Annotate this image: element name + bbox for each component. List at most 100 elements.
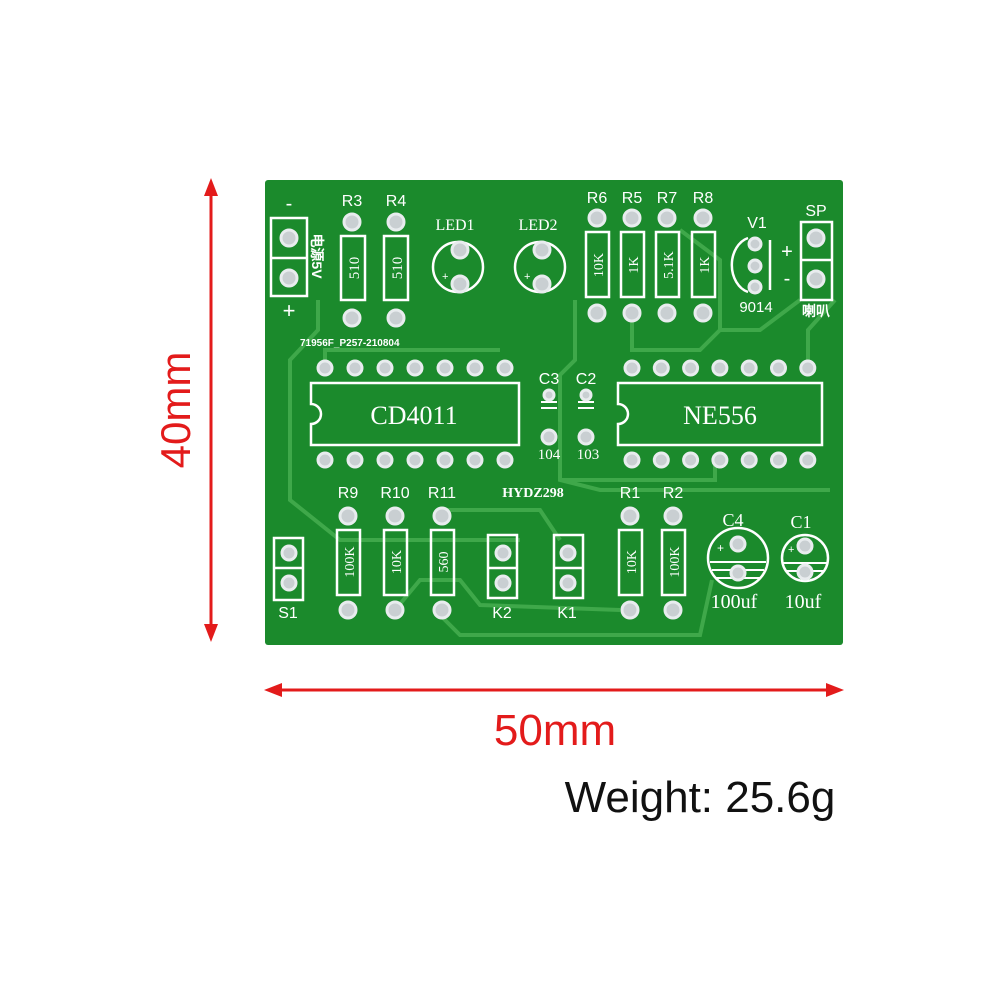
ic-pin-pad [682,451,700,469]
svg-text:LED2: LED2 [518,217,557,234]
switch-k2: K2 [486,533,519,622]
ic-pin-pad [711,451,729,469]
svg-text:100uf: 100uf [711,591,758,613]
svg-text:R8: R8 [693,190,714,207]
svg-text:510: 510 [390,257,406,280]
resistor-r8: R8 1K [690,190,717,323]
svg-text:K1: K1 [557,605,577,622]
weight-label: Weight: 25.6g [565,773,836,822]
ic-pin-pad [466,359,484,377]
svg-text:V1: V1 [747,215,767,232]
svg-text:C1: C1 [790,512,811,532]
ic-pin-pad [652,451,670,469]
svg-text:510: 510 [347,257,363,280]
resistor-r4: R4 510 [382,193,410,328]
resistor-r11: R11 560 [428,485,456,620]
svg-text:100K: 100K [668,546,683,577]
svg-text:C4: C4 [722,510,743,530]
resistor-r5: R5 1K [619,190,646,323]
svg-text:R11: R11 [428,485,456,502]
svg-text:SP: SP [805,203,826,220]
switch-s1: S1 [272,536,305,622]
svg-text:R3: R3 [342,193,363,210]
svg-text:喇叭: 喇叭 [802,303,830,319]
svg-text:+: + [524,271,530,283]
ic-ne556 [616,359,824,469]
svg-text:10uf: 10uf [785,591,822,613]
power-connector: - + 电源5V [269,193,325,323]
ic-pin-pad [770,359,787,377]
resistor-r2: R2 100K [660,485,687,620]
ic-pin-pad [436,451,454,469]
capacitor-c3: C3 104 [538,371,561,463]
svg-text:10K: 10K [592,253,607,277]
svg-text:103: 103 [577,447,600,463]
svg-text:100K: 100K [343,546,358,577]
ic-ne556-label: NE556 [683,401,757,430]
led-1: LED1 + [431,217,485,294]
resistor-r9: R9 100K [335,485,362,620]
ic-pin-pad [711,359,729,377]
svg-text:5.1K: 5.1K [662,251,677,279]
svg-text:10K: 10K [625,550,640,574]
ic-pin-pad [740,359,758,377]
ic-outline [616,381,824,447]
resistor-r6: R6 10K [584,190,611,323]
ic-pin-pad [436,359,454,377]
svg-text:560: 560 [437,552,452,573]
svg-text:R4: R4 [386,193,407,210]
height-label: 40mm [152,352,199,469]
ic-pin-pad [740,451,758,469]
svg-text:+: + [442,271,448,283]
width-label: 50mm [494,706,616,755]
capacitor-c2: C2 103 [576,371,599,463]
resistor-r7: R7 5.1K [654,190,681,323]
width-dimension [264,683,844,697]
speaker-connector: SP 喇叭 [799,203,834,319]
switch-k1: K1 [552,533,585,622]
led-2: LED2 + [513,217,567,294]
svg-text:C2: C2 [576,371,597,388]
resistor-r1: R1 10K [617,485,644,620]
ic-pin-pad [496,451,514,469]
ic-cd4011 [309,359,521,469]
svg-text:R5: R5 [622,190,643,207]
svg-text:104: 104 [538,447,561,463]
resistor-r3: R3 510 [339,193,367,328]
ic-pin-pad [376,359,394,377]
svg-text:LED1: LED1 [435,217,474,234]
ic-pin-pad [496,359,514,377]
board-brand: HYDZ298 [502,486,563,501]
svg-text:+: + [781,241,793,263]
capacitor-c1: C1 + 10uf [780,512,830,613]
svg-text:+: + [283,298,296,323]
svg-text:R6: R6 [587,190,608,207]
ic-pin-pad [623,359,641,377]
resistor-r10: R10 10K [380,485,410,620]
svg-text:10K: 10K [390,550,405,574]
svg-text:R9: R9 [338,485,359,502]
svg-text:-: - [286,193,293,215]
ic-pin-pad [346,359,364,377]
svg-text:+: + [717,541,724,555]
height-dimension [204,178,218,642]
ic-pin-pad [652,359,670,377]
ic-pin-pad [623,451,641,469]
board-code: 71956F_P257-210804 [300,338,400,349]
svg-text:S1: S1 [278,605,298,622]
ic-pin-pad [316,451,334,469]
ic-pin-pad [346,451,364,469]
ic-pin-pad [406,359,424,377]
ic-pin-pad [799,359,817,377]
ic-pin-pad [799,451,817,469]
svg-text:+: + [788,544,794,556]
ic-pin-pad [682,359,700,377]
ic-pin-pad [466,451,484,469]
ic-pin-pad [406,451,424,469]
capacitor-c4: C4 + 100uf [706,510,770,613]
svg-text:R7: R7 [657,190,678,207]
svg-text:9014: 9014 [739,299,772,316]
svg-text:K2: K2 [492,605,512,622]
ic-pin-pad [770,451,787,469]
